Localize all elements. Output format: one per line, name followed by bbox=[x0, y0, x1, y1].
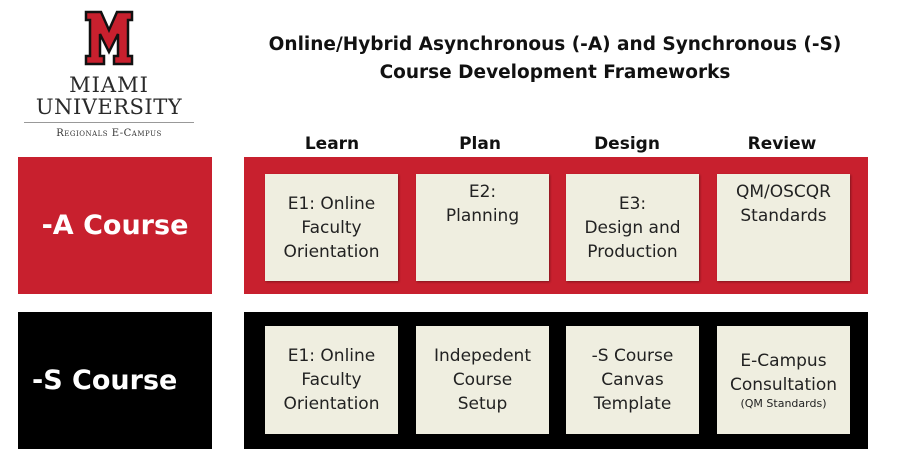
card-line: Design and bbox=[584, 217, 681, 238]
card-s-learn: E1: Online Faculty Orientation bbox=[265, 326, 398, 434]
row-label-a-course: -A Course bbox=[18, 157, 212, 294]
card-s-review: E-Campus Consultation (QM Standards) bbox=[717, 326, 850, 434]
logo-regionals-text: Regionals E-Campus bbox=[56, 128, 162, 139]
card-line: Indepedent bbox=[434, 346, 531, 366]
card-line: E1: Online bbox=[287, 193, 376, 214]
page-title-line-1: Online/Hybrid Asynchronous (-A) and Sync… bbox=[268, 34, 842, 55]
card-line: Standards bbox=[740, 206, 827, 226]
row-label-s-course: -S Course bbox=[18, 312, 212, 449]
miami-m-icon bbox=[84, 10, 134, 66]
card-line: QM/OSCQR bbox=[735, 182, 831, 202]
card-line: Template bbox=[593, 394, 672, 414]
card-line: E-Campus bbox=[740, 351, 827, 371]
miami-university-logo: MIAMI UNIVERSITY Regionals E-Campus bbox=[18, 10, 200, 145]
card-a-design: E3: Design and Production bbox=[566, 174, 699, 281]
card-a-plan: E2: Planning bbox=[416, 174, 549, 281]
logo-divider bbox=[24, 122, 194, 123]
column-header-review: Review bbox=[747, 134, 817, 154]
card-note: (QM Standards) bbox=[740, 397, 827, 410]
card-a-learn: E1: Online Faculty Orientation bbox=[265, 174, 398, 281]
card-line: Course bbox=[452, 370, 513, 390]
logo-university-text: UNIVERSITY bbox=[35, 95, 183, 119]
card-s-design: -S Course Canvas Template bbox=[566, 326, 699, 434]
card-line: Faculty bbox=[301, 370, 362, 390]
card-line: Setup bbox=[457, 394, 508, 414]
logo-miami-text: MIAMI bbox=[69, 73, 149, 97]
card-line: Consultation bbox=[729, 375, 838, 395]
card-a-review: QM/OSCQR Standards bbox=[717, 174, 850, 281]
card-line: Orientation bbox=[283, 394, 380, 414]
column-header-learn: Learn bbox=[304, 134, 360, 154]
column-header-design: Design bbox=[594, 134, 660, 154]
card-s-plan: Indepedent Course Setup bbox=[416, 326, 549, 434]
page-title-line-2: Course Development Frameworks bbox=[379, 62, 731, 83]
card-line: -S Course bbox=[591, 346, 674, 366]
card-line: E3: bbox=[618, 193, 647, 214]
card-line: Faculty bbox=[301, 217, 362, 238]
card-line: Canvas bbox=[601, 370, 664, 390]
card-line: Planning bbox=[445, 206, 520, 226]
card-line: E1: Online bbox=[287, 346, 376, 366]
card-line: Orientation bbox=[283, 241, 380, 262]
card-line: Production bbox=[587, 241, 678, 262]
column-header-plan: Plan bbox=[459, 134, 501, 154]
card-line: E2: bbox=[468, 182, 497, 202]
